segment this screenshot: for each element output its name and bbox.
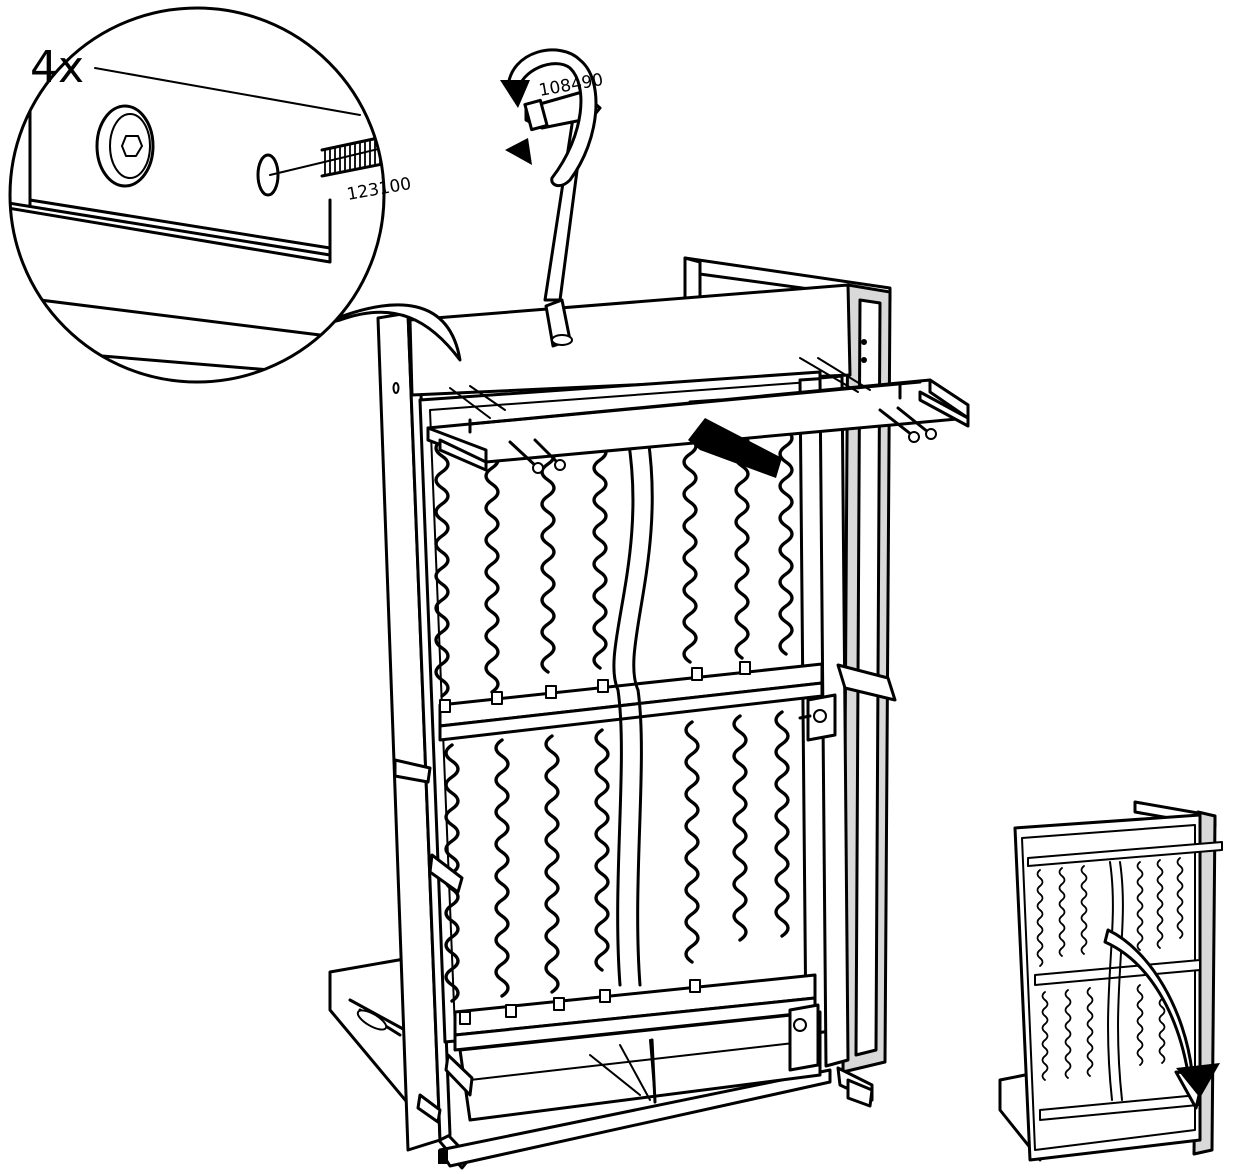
tilt-thumbnail	[998, 800, 1223, 1162]
springs-lower	[444, 710, 790, 1003]
screws-left	[508, 438, 566, 474]
center-strip-right	[632, 436, 654, 987]
quantity-label: 4x	[30, 42, 84, 93]
left-bracket-lower	[428, 853, 464, 894]
tilt-down-arrow-icon	[1176, 1063, 1220, 1098]
new-crossbar	[426, 378, 970, 472]
rotate-arrow-icon	[500, 48, 598, 188]
left-bracket-upper	[393, 758, 432, 784]
guide-lines	[449, 357, 871, 419]
center-strip-left	[612, 436, 635, 987]
bottom-box	[458, 1010, 822, 1122]
push-arrow-icon	[688, 418, 782, 478]
right-bracket-lower	[788, 1003, 820, 1072]
screws-right	[878, 406, 937, 443]
right-upright-top-cap	[836, 663, 897, 702]
